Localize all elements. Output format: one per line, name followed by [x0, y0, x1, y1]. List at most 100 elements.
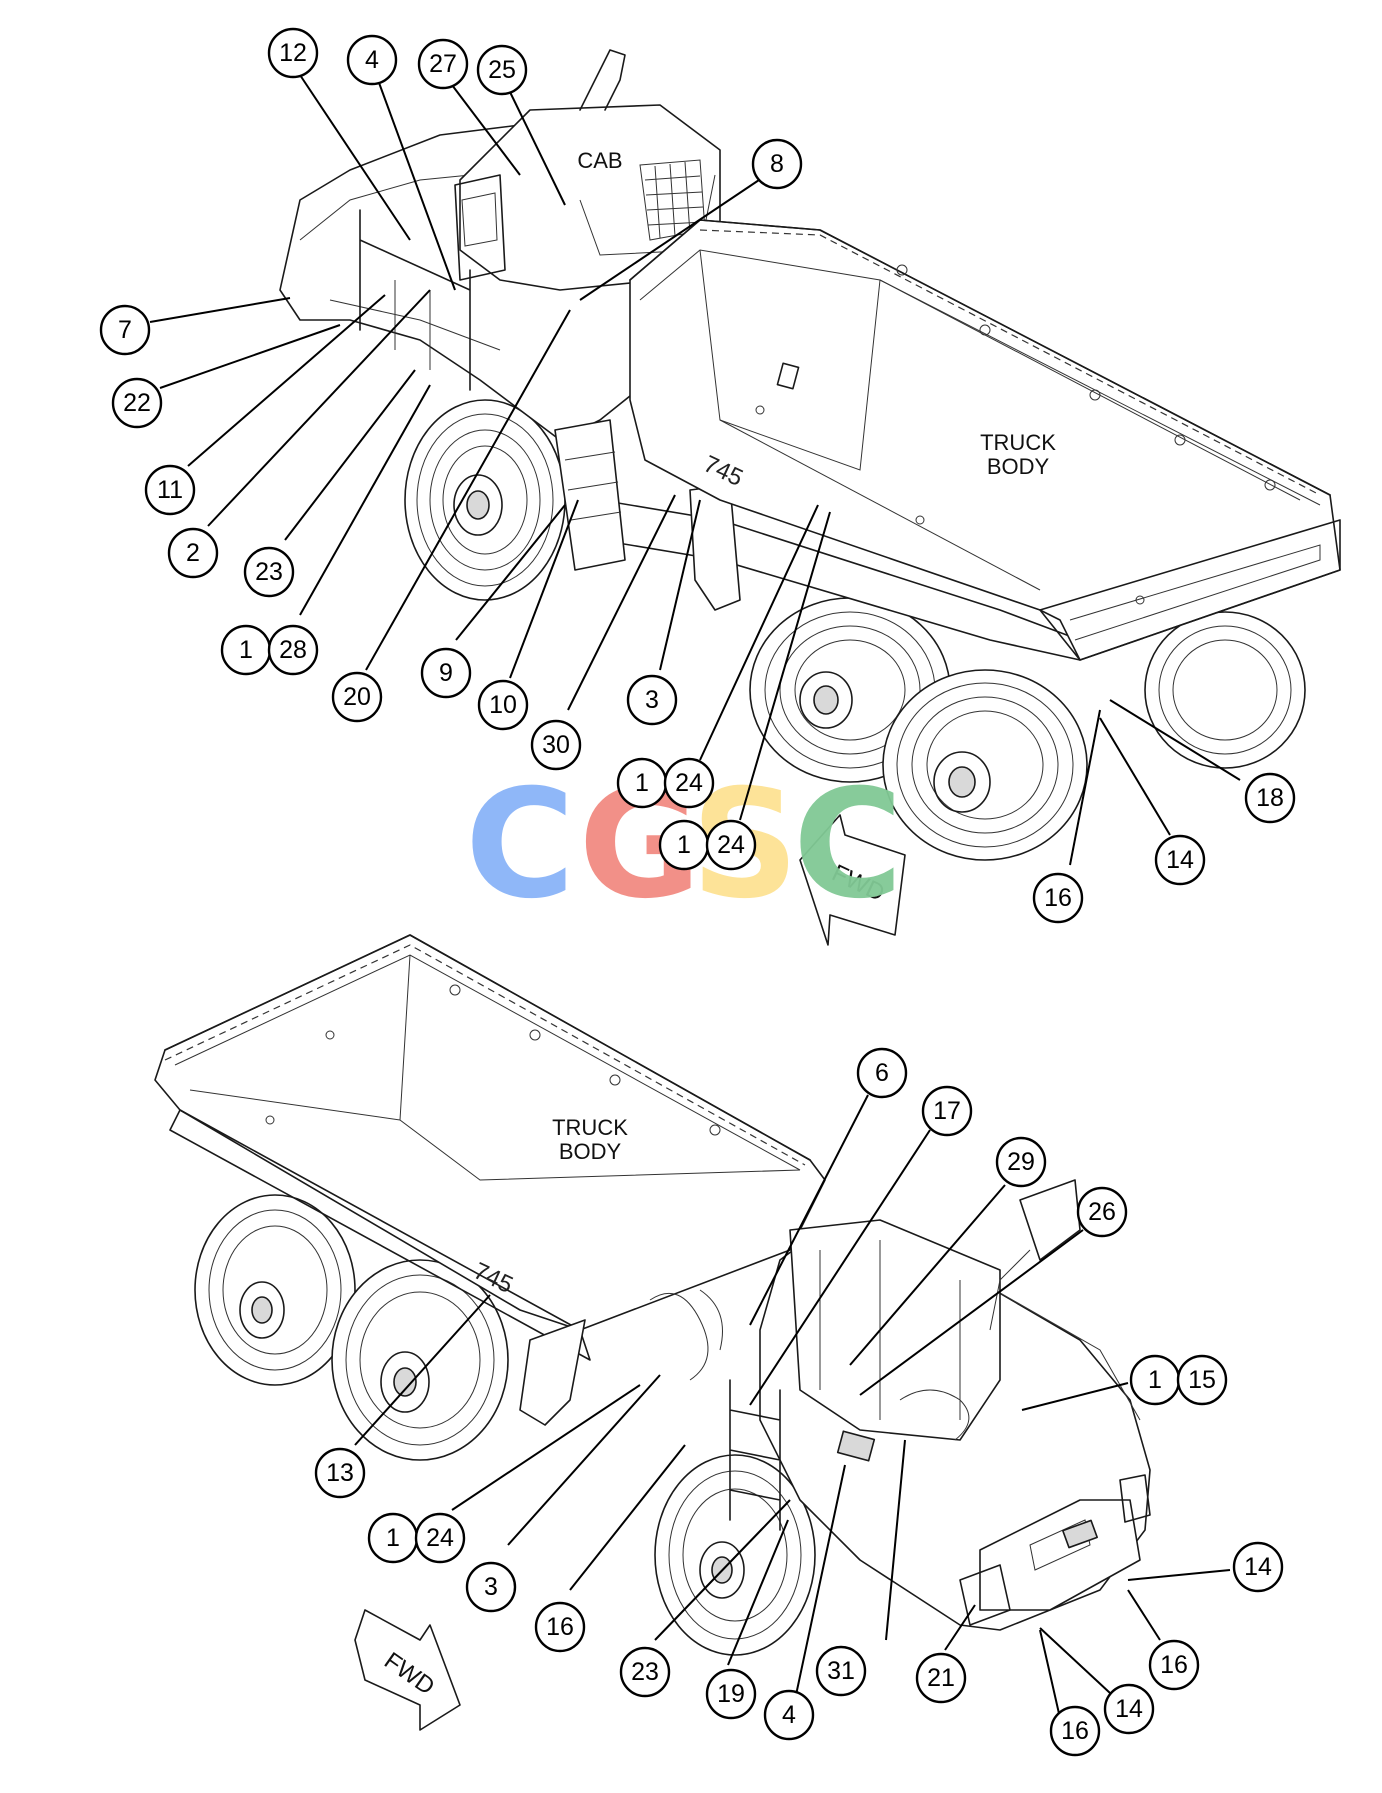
callout-top-12: 12: [267, 27, 319, 79]
svg-text:1: 1: [635, 769, 649, 797]
bottom-truck-body-label-line2: BODY: [559, 1139, 622, 1164]
svg-text:30: 30: [542, 731, 570, 759]
callout-bottom-1b: 1: [367, 1512, 419, 1564]
svg-text:16: 16: [1160, 1651, 1188, 1679]
svg-text:23: 23: [631, 1658, 659, 1686]
callout-bottom-19: 19: [705, 1668, 757, 1720]
svg-text:18: 18: [1256, 784, 1284, 812]
svg-text:3: 3: [484, 1573, 498, 1601]
callout-top-28: 28: [267, 624, 319, 676]
callout-bottom-3: 3: [465, 1561, 517, 1613]
svg-text:21: 21: [927, 1664, 955, 1692]
svg-text:14: 14: [1115, 1695, 1143, 1723]
callout-top-1a: 1: [220, 624, 272, 676]
callout-bottom-26: 26: [1076, 1186, 1128, 1238]
callout-bottom-4: 4: [763, 1689, 815, 1741]
top-truck-illustration: 745 CAB TRUCK BODY: [279, 49, 1341, 861]
top-front-wheel: [404, 399, 566, 601]
callouts-top: 12 4 27 25 8 7 22 11 2 23 1 28 20 9 10 3…: [99, 27, 1296, 924]
callout-bottom-17: 17: [921, 1085, 973, 1137]
svg-text:16: 16: [1044, 884, 1072, 912]
cab-label: CAB: [577, 148, 622, 173]
bottom-rear-wheel-2: [331, 1259, 509, 1461]
callout-top-3: 3: [626, 674, 678, 726]
svg-text:24: 24: [717, 831, 745, 859]
svg-text:1: 1: [677, 831, 691, 859]
svg-text:2: 2: [186, 539, 200, 567]
svg-text:28: 28: [279, 636, 307, 664]
callout-top-10: 10: [477, 679, 529, 731]
callout-top-4: 4: [346, 34, 398, 86]
callout-bottom-16c: 16: [1049, 1705, 1101, 1757]
svg-text:13: 13: [326, 1459, 354, 1487]
callout-top-27: 27: [417, 38, 469, 90]
callout-bottom-16a: 16: [534, 1601, 586, 1653]
svg-text:22: 22: [123, 389, 151, 417]
bottom-front-wheel: [654, 1454, 816, 1656]
svg-text:12: 12: [279, 39, 307, 67]
callout-top-25: 25: [476, 44, 528, 96]
svg-text:24: 24: [675, 769, 703, 797]
callout-bottom-23: 23: [619, 1646, 671, 1698]
callout-bottom-6: 6: [856, 1047, 908, 1099]
callout-top-7: 7: [99, 304, 151, 356]
svg-text:26: 26: [1088, 1198, 1116, 1226]
svg-text:1: 1: [1148, 1366, 1162, 1394]
svg-text:7: 7: [118, 316, 132, 344]
watermark-letter-c1: C: [465, 758, 575, 932]
top-truck-body-label-line1: TRUCK: [980, 430, 1056, 455]
svg-text:14: 14: [1166, 846, 1194, 874]
callout-top-23: 23: [243, 546, 295, 598]
bottom-body-rivets: [265, 984, 721, 1136]
callout-bottom-29: 29: [995, 1136, 1047, 1188]
callout-top-1b: 1: [616, 757, 668, 809]
svg-text:1: 1: [239, 636, 253, 664]
svg-text:17: 17: [933, 1097, 961, 1125]
callout-top-2: 2: [167, 527, 219, 579]
svg-text:25: 25: [488, 56, 516, 84]
svg-text:16: 16: [1061, 1717, 1089, 1745]
callout-top-14: 14: [1154, 834, 1206, 886]
callouts-bottom: 6 17 29 26 1 15 13 1 24 3 16 23 19 4 31 …: [314, 1047, 1284, 1757]
bottom-truck-illustration: TRUCK BODY 745: [154, 934, 1151, 1656]
svg-text:31: 31: [827, 1657, 855, 1685]
bottom-rear-wheel-1: [194, 1194, 356, 1386]
top-rear-wheel-2: [882, 669, 1088, 861]
svg-text:16: 16: [546, 1613, 574, 1641]
fwd-arrow-top: FWD: [799, 814, 906, 946]
svg-text:27: 27: [429, 50, 457, 78]
svg-text:4: 4: [782, 1701, 796, 1729]
callout-top-24a: 24: [663, 757, 715, 809]
callout-top-8: 8: [751, 138, 803, 190]
callout-bottom-1a: 1: [1129, 1354, 1181, 1406]
fwd-arrow-bottom: FWD: [354, 1609, 461, 1731]
svg-text:29: 29: [1007, 1148, 1035, 1176]
top-truck-body-label-line2: BODY: [987, 454, 1050, 479]
svg-text:20: 20: [343, 683, 371, 711]
svg-text:15: 15: [1188, 1366, 1216, 1394]
callout-bottom-14b: 14: [1103, 1683, 1155, 1735]
callout-top-30: 30: [530, 719, 582, 771]
callout-bottom-14a: 14: [1232, 1541, 1284, 1593]
svg-text:4: 4: [365, 46, 379, 74]
svg-text:10: 10: [489, 691, 517, 719]
top-rear-wheel-3: [1144, 611, 1306, 769]
svg-text:19: 19: [717, 1680, 745, 1708]
callout-bottom-15: 15: [1176, 1354, 1228, 1406]
svg-text:11: 11: [157, 476, 183, 504]
callout-top-22: 22: [111, 377, 163, 429]
callout-bottom-21: 21: [915, 1652, 967, 1704]
svg-text:6: 6: [875, 1059, 889, 1087]
callout-top-24b: 24: [705, 819, 757, 871]
callout-top-11: 11: [144, 464, 196, 516]
callout-bottom-13: 13: [314, 1447, 366, 1499]
callout-top-9: 9: [420, 647, 472, 699]
top-body-rivets: [755, 264, 1276, 605]
callout-bottom-16b: 16: [1148, 1639, 1200, 1691]
callout-top-18: 18: [1244, 772, 1296, 824]
callout-bottom-24: 24: [414, 1512, 466, 1564]
svg-text:3: 3: [645, 686, 659, 714]
svg-text:14: 14: [1244, 1553, 1272, 1581]
callout-bottom-31: 31: [815, 1645, 867, 1697]
